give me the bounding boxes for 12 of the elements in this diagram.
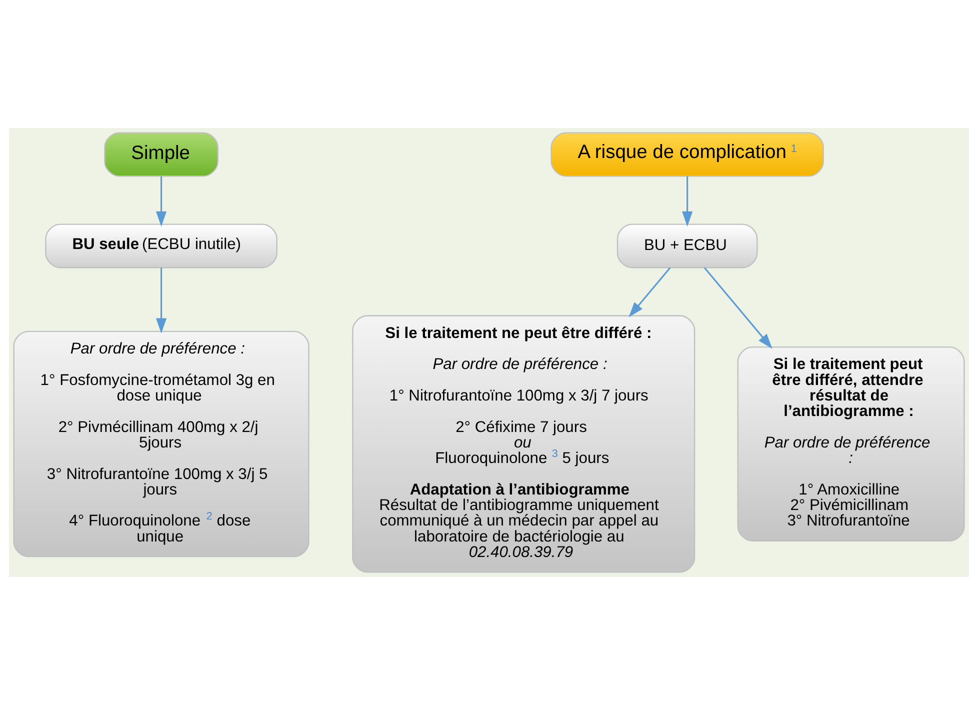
node-box: BU seule (ECBU inutile)	[45, 223, 278, 268]
arrow	[628, 266, 671, 317]
node-box: Si le traitement ne peut être différé : Par ordre de préférence : 1° Nitrofurantoïne 100mg x 3/j 7 jours 2° Céfixime 7 jours ou Fluoroquinolone$^{3}$ 5 jours Adaptation à l’antibiogramme Résultat de l’antibiogramme uniquement communiqué à un médecin par appel au laboratoire de bactériologie au 02.40.08.39.79	[352, 314, 696, 572]
node-box: Simple	[104, 132, 218, 176]
arrow	[156, 267, 167, 333]
arrow	[156, 176, 167, 226]
node-box: Si le traitement peut être différé, attendre résultat de l’antibiogramme : Par ordre de préférence : 1° Amoxicilline 2° Pivémicillinam 3° Nitrofurantoïne	[737, 346, 965, 541]
node-box: BU + ECBU	[616, 223, 758, 268]
node-box: Par ordre de préférence : 1° Fosfomycine-trométamol 3g en dose unique 2° Pivmécillinam 400mg x 2/j 5jours 3° Nitrofurantoïne 100mg x 3/j 5 jours 4° Fluoroquinolone$^{2}$ dose unique	[13, 330, 310, 557]
node-box: A risque de complication$^{1}$	[550, 132, 824, 176]
arrow	[704, 266, 772, 348]
arrow	[682, 176, 693, 226]
